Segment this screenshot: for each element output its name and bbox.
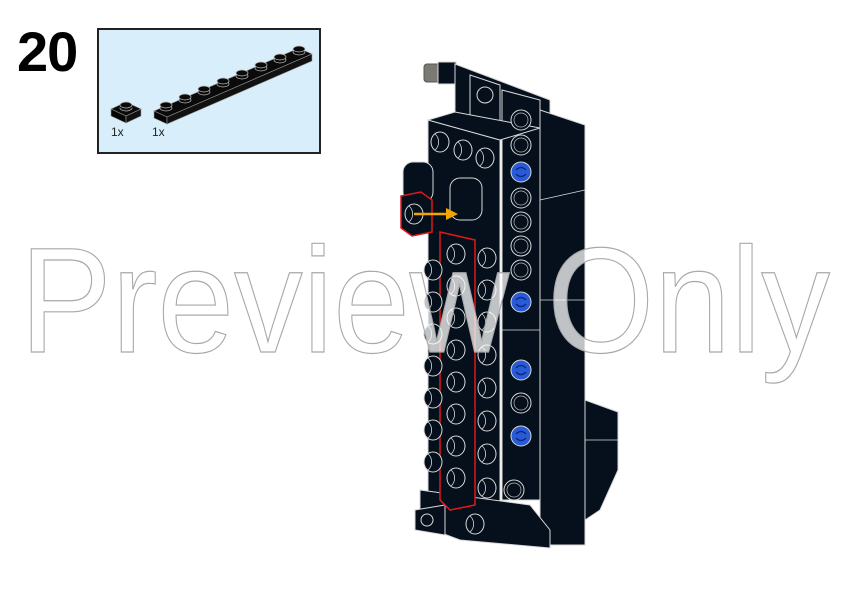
plate-1x8-icon: [153, 45, 313, 125]
parts-illustration: [110, 45, 313, 125]
part-quantity: 1x: [111, 125, 124, 139]
plate-1x1-icon: [110, 101, 142, 124]
axle-icon: [423, 61, 457, 85]
parts-callout: 1x 1x: [97, 28, 321, 154]
part-quantity: 1x: [152, 125, 165, 139]
placement-arrow-icon: [414, 208, 458, 220]
curved-slope-icon: [402, 161, 483, 221]
step-number: 20: [17, 20, 78, 83]
new-part-1x8-highlight: [439, 231, 476, 511]
